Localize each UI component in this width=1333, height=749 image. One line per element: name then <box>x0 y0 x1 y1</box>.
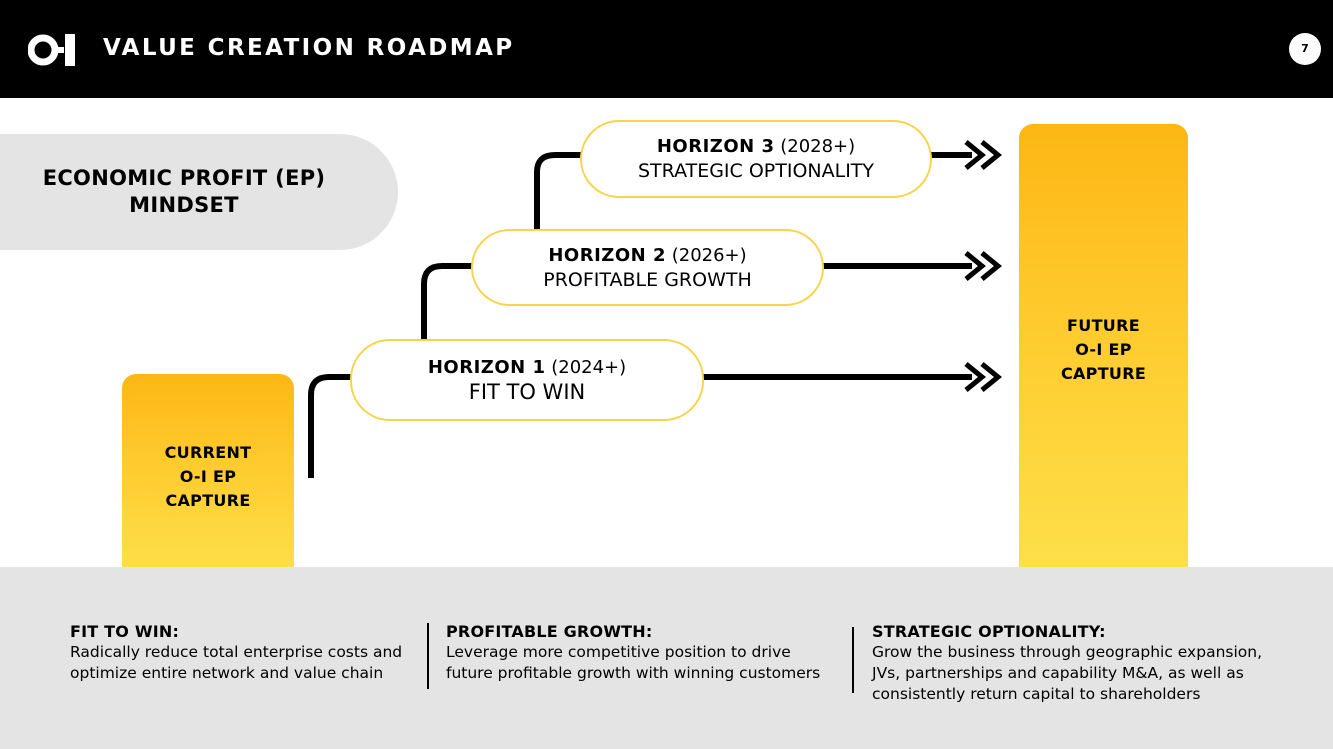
future-ep-capture-label: FUTURE O-I EP CAPTURE <box>1060 316 1147 383</box>
chevron-h3-a <box>964 140 986 170</box>
ep-mindset-pill: ECONOMIC PROFIT (EP) MINDSET <box>0 134 398 250</box>
description-profitable-growth: PROFITABLE GROWTH: Leverage more competi… <box>446 621 841 684</box>
future-ep-capture-bar: FUTURE O-I EP CAPTURE <box>1019 124 1188 574</box>
description-strategic-optionality: STRATEGIC OPTIONALITY: Grow the business… <box>872 621 1292 705</box>
description-line: Radically reduce total enterprise costs … <box>70 643 403 661</box>
description-line: optimize entire network and value chain <box>70 664 384 682</box>
current-ep-capture-label: CURRENT O-I EP CAPTURE <box>164 443 252 510</box>
description-fit-to-win: FIT TO WIN: Radically reduce total enter… <box>70 621 420 684</box>
horizon-3-pill: HORIZON 3 (2028+) STRATEGIC OPTIONALITY <box>580 120 932 198</box>
chevron-h3-b <box>980 140 1002 170</box>
description-line: consistently return capital to sharehold… <box>872 685 1201 703</box>
description-title: PROFITABLE GROWTH: <box>446 622 653 641</box>
connector-h3 <box>534 152 582 231</box>
description-line: future profitable growth with winning cu… <box>446 664 821 682</box>
page-number-badge: 7 <box>1289 33 1321 65</box>
ep-mindset-label: ECONOMIC PROFIT (EP) MINDSET <box>42 166 326 217</box>
horizon-1-pill: HORIZON 1 (2024+) FIT TO WIN <box>350 339 704 421</box>
chevron-h2-a <box>964 251 986 281</box>
horizon-2-name: HORIZON 2 <box>548 244 666 266</box>
description-title: FIT TO WIN: <box>70 622 180 641</box>
horizon-3-name: HORIZON 3 <box>656 136 775 157</box>
horizon-2-pill: HORIZON 2 (2026+) PROFITABLE GROWTH <box>471 229 824 306</box>
current-ep-capture-bar: CURRENT O-I EP CAPTURE <box>122 374 294 574</box>
horizon-1-subtitle: FIT TO WIN <box>468 380 586 404</box>
description-line: JVs, partnerships and capability M&A, as… <box>872 664 1244 682</box>
descriptions-panel: FIT TO WIN: Radically reduce total enter… <box>0 567 1333 749</box>
chevron-h1-a <box>964 362 986 392</box>
column-divider <box>852 627 854 693</box>
page-title: VALUE CREATION ROADMAP <box>103 35 515 61</box>
horizon-2-subtitle: PROFITABLE GROWTH <box>543 268 752 291</box>
horizon-2-years: (2026+) <box>671 244 747 266</box>
oi-logo-icon <box>28 34 75 66</box>
description-line: Leverage more competitive position to dr… <box>446 643 791 661</box>
horizon-3-years: (2028+) <box>780 136 856 157</box>
connector-h1 <box>308 374 352 478</box>
description-title: STRATEGIC OPTIONALITY: <box>872 622 1106 641</box>
horizon-1-years: (2024+) <box>551 357 627 378</box>
chevron-h2-b <box>980 251 1002 281</box>
connector-h2 <box>421 263 473 341</box>
column-divider <box>427 623 429 689</box>
header-bar: VALUE CREATION ROADMAP 7 <box>0 0 1333 98</box>
horizon-3-subtitle: STRATEGIC OPTIONALITY <box>637 160 875 182</box>
description-line: Grow the business through geographic exp… <box>872 643 1263 661</box>
horizon-1-name: HORIZON 1 <box>427 357 546 378</box>
chevron-h1-b <box>980 362 1002 392</box>
